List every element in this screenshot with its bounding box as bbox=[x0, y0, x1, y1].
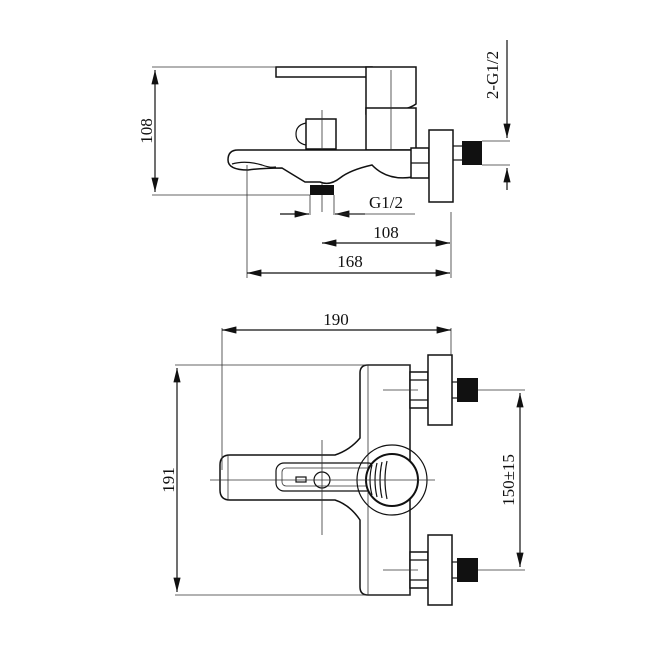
side-view: 108 2-G1/2 G1/2 108 168 bbox=[137, 40, 511, 278]
inlet-top bbox=[383, 354, 478, 426]
inlet-bottom bbox=[383, 534, 478, 606]
dim-inlet-thread: 2-G1/2 bbox=[483, 51, 502, 99]
dim-inlet-spacing: 150±15 bbox=[499, 454, 518, 506]
dim-outlet-to-wall: 108 bbox=[373, 223, 399, 242]
dim-height: 108 bbox=[137, 118, 156, 144]
dim-outlet-thread: G1/2 bbox=[369, 193, 403, 212]
dim-spout-length: 168 bbox=[337, 252, 363, 271]
top-view: 190 191 150±15 bbox=[159, 310, 525, 606]
dim-depth: 191 bbox=[159, 467, 178, 493]
dim-width: 190 bbox=[323, 310, 349, 329]
